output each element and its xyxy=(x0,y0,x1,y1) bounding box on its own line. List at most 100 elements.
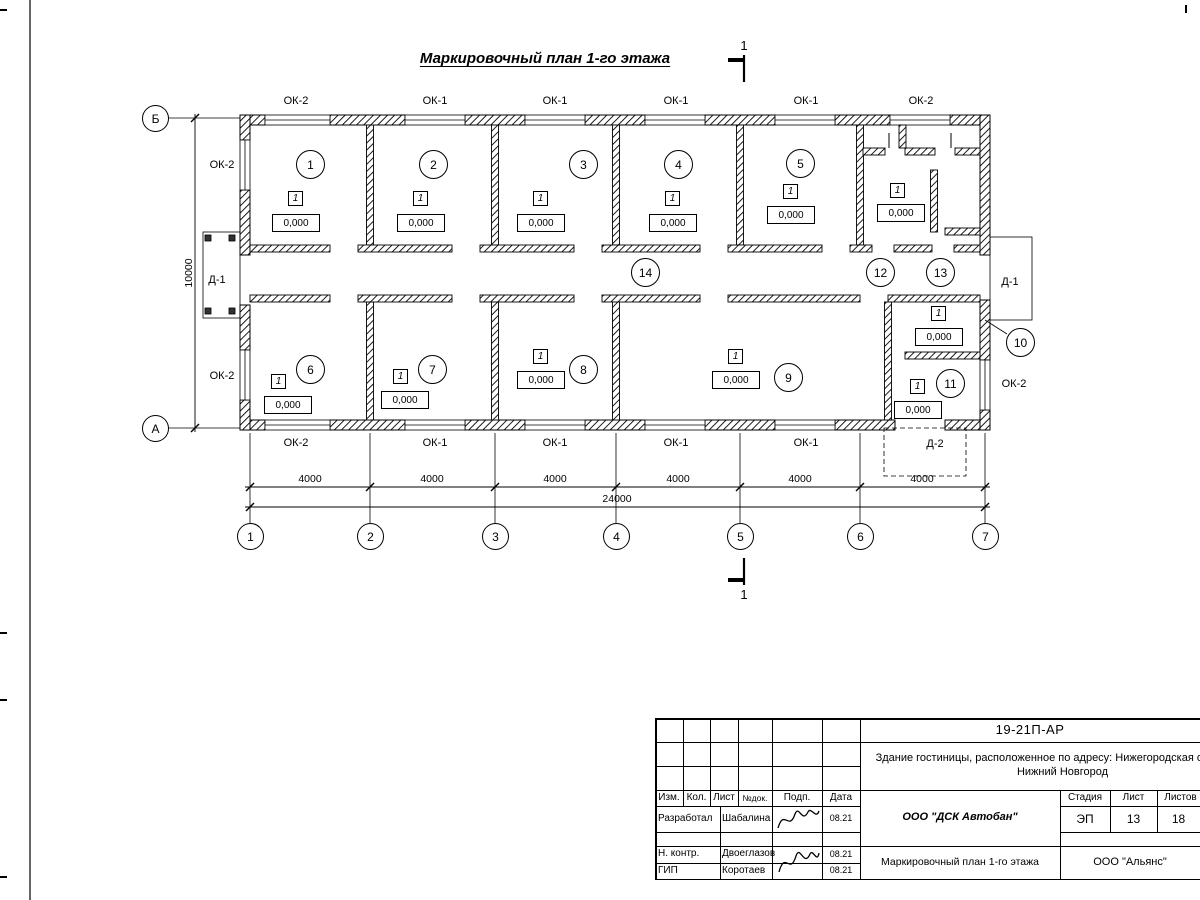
tb-col-sign: Подп. xyxy=(783,791,811,803)
title-block-line xyxy=(655,790,1200,791)
dim-segment-1: 4000 xyxy=(298,473,322,485)
elevation-value: 0,000 xyxy=(712,371,760,389)
room-circle-9: 9 xyxy=(774,363,803,392)
signature xyxy=(777,809,820,829)
tb-sheet-num: 13 xyxy=(1126,811,1141,826)
elevation-index: 1 xyxy=(728,349,743,364)
rear-door-area xyxy=(883,427,967,477)
tb-col-doc: №док. xyxy=(742,792,768,803)
elevation-value: 0,000 xyxy=(397,214,445,232)
window-label-top-5: ОК-1 xyxy=(793,95,819,107)
tb-date-1: 08.21 xyxy=(829,813,853,824)
title-block-line xyxy=(655,742,1200,743)
doc-number: 19-21П-АР xyxy=(995,721,1065,737)
title-block-line xyxy=(822,718,823,880)
tb-stage: ЭП xyxy=(1076,811,1094,826)
tb-name-1: Шабалина xyxy=(722,812,771,824)
elevation-index: 1 xyxy=(413,191,428,206)
room-circle-2: 2 xyxy=(419,150,448,179)
section-mark-top: 1 xyxy=(740,38,748,53)
title-block-line xyxy=(1110,790,1111,832)
elevation-value: 0,000 xyxy=(649,214,697,232)
elevation-value: 0,000 xyxy=(264,396,312,414)
tb-org: ООО "Альянс" xyxy=(1093,855,1167,868)
title-block-line xyxy=(860,718,861,880)
tb-sheet-total: 18 xyxy=(1171,811,1186,826)
title-block-line xyxy=(655,846,1200,847)
axis-circle-7: 7 xyxy=(972,523,999,550)
dim-segment-5: 4000 xyxy=(788,473,812,485)
elevation-index: 1 xyxy=(931,306,946,321)
elevation-index: 1 xyxy=(533,191,548,206)
room-circle-10: 10 xyxy=(1006,328,1035,357)
elevation-value: 0,000 xyxy=(894,401,942,419)
title-block-line xyxy=(772,718,773,880)
dimension-lines xyxy=(190,113,990,512)
title-block-line xyxy=(710,718,711,806)
room-circle-6: 6 xyxy=(296,355,325,384)
dim-segment-6: 4000 xyxy=(910,473,934,485)
tb-name-2: Двоеглазов xyxy=(722,848,776,860)
room-circle-13: 13 xyxy=(926,258,955,287)
elevation-index: 1 xyxy=(890,183,905,198)
door-label-rear: Д-2 xyxy=(926,438,944,450)
interior-partitions xyxy=(249,124,981,421)
tb-sheet-col: Лист xyxy=(1122,791,1145,803)
elevation-value: 0,000 xyxy=(517,214,565,232)
axis-circle-4: 4 xyxy=(603,523,630,550)
title-block-line xyxy=(738,718,739,806)
window-label-top-4: ОК-1 xyxy=(663,95,689,107)
door-leaf-marks xyxy=(888,133,952,148)
tb-date-2: 08.21 xyxy=(829,848,853,859)
room-circle-4: 4 xyxy=(664,150,693,179)
elevation-value: 0,000 xyxy=(877,204,925,222)
elevation-index: 1 xyxy=(271,374,286,389)
axis-circle-a: А xyxy=(142,415,169,442)
window-label-top-6: ОК-2 xyxy=(908,95,934,107)
elevation-value: 0,000 xyxy=(915,328,963,346)
title-block-line xyxy=(655,863,860,864)
tb-company: ООО "ДСК Автобан" xyxy=(902,811,1018,824)
tb-role-1: Разработал xyxy=(658,812,713,824)
title-block-line xyxy=(720,806,721,880)
window-label-bottom-1: ОК-2 xyxy=(283,437,309,449)
entrance-porch xyxy=(202,231,241,319)
door-label-right: Д-1 xyxy=(1001,276,1019,288)
elevation-value: 0,000 xyxy=(381,391,429,409)
dim-segment-4: 4000 xyxy=(666,473,690,485)
elevation-value: 0,000 xyxy=(517,371,565,389)
tb-drawing-title: Маркировочный план 1-го этажа xyxy=(881,855,1039,868)
axis-circle-3: 3 xyxy=(482,523,509,550)
elevation-index: 1 xyxy=(393,369,408,384)
window-label-bottom-4: ОК-1 xyxy=(663,437,689,449)
tb-col-date: Дата xyxy=(829,791,853,803)
window-label-bottom-3: ОК-1 xyxy=(542,437,568,449)
elevation-index: 1 xyxy=(910,379,925,394)
title-block-line xyxy=(1157,790,1158,832)
title-block-line xyxy=(655,832,860,833)
elevation-value: 0,000 xyxy=(767,206,815,224)
axis-circle-2: 2 xyxy=(357,523,384,550)
elevation-index: 1 xyxy=(783,184,798,199)
axis-circle-1: 1 xyxy=(237,523,264,550)
elevation-index: 1 xyxy=(665,191,680,206)
tb-role-2: Н. контр. xyxy=(658,848,700,860)
title-block-border xyxy=(655,878,1200,880)
section-mark-bottom: 1 xyxy=(740,587,748,602)
tb-col-list: Лист xyxy=(713,791,735,803)
dim-segment-2: 4000 xyxy=(420,473,444,485)
window-label-bottom-2: ОК-1 xyxy=(422,437,448,449)
tb-date-3: 08.21 xyxy=(829,865,853,876)
window-label-top-1: ОК-2 xyxy=(283,95,309,107)
axis-circle-5: 5 xyxy=(727,523,754,550)
elevation-index: 1 xyxy=(533,349,548,364)
window-label-left-1: ОК-2 xyxy=(209,159,235,171)
axis-circle-6: 6 xyxy=(847,523,874,550)
project-title: Здание гостиницы, расположенное по адрес… xyxy=(875,752,1200,778)
drawing-title: Маркировочный план 1-го этажа xyxy=(419,50,671,67)
title-block-line xyxy=(1060,806,1200,807)
room-circle-8: 8 xyxy=(569,355,598,384)
room-circle-1: 1 xyxy=(296,150,325,179)
